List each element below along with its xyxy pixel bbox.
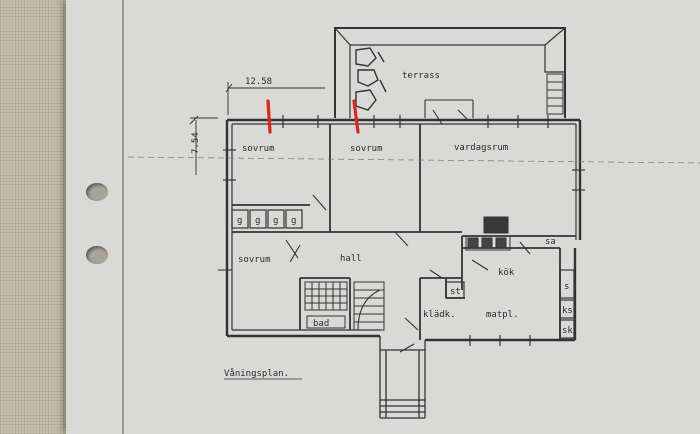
room-label-dining: matpl. <box>486 310 519 320</box>
paper-sheet <box>66 0 700 434</box>
punch-hole-top <box>86 183 108 201</box>
room-label-sk: sk <box>562 326 573 336</box>
stone-path <box>355 47 387 111</box>
dimension-lines <box>189 82 325 175</box>
room-label-living: vardagsrum <box>454 143 508 153</box>
wardrobe-label-2: g <box>255 216 260 226</box>
room-label-ks: ks <box>562 306 573 316</box>
wardrobes <box>231 209 303 229</box>
terrace-steps <box>546 73 564 115</box>
wardrobe-label-1: g <box>237 216 242 226</box>
wardrobe-label-3: g <box>273 216 278 226</box>
room-label-bedroom-mid: sovrum <box>350 144 383 154</box>
terrace-outline <box>334 27 566 118</box>
door-swings <box>218 99 531 353</box>
room-label-kitchen: kök <box>498 268 515 278</box>
center-line <box>127 156 700 164</box>
room-label-bath: bad <box>313 319 329 329</box>
kitchen-cabinets <box>445 269 575 339</box>
room-label-terrace: terrass <box>402 71 440 81</box>
room-label-storage: st <box>450 287 461 297</box>
bathroom-fixtures <box>304 281 348 329</box>
plan-caption: Våningsplan. <box>224 368 289 379</box>
room-label-bedroom-lower: sovrum <box>238 255 271 265</box>
dimension-width-label: 12.58 <box>245 77 272 87</box>
wardrobe-label-4: g <box>291 216 296 226</box>
interior-walls <box>232 124 576 340</box>
exterior-walls <box>225 118 582 342</box>
linen-background <box>0 0 72 434</box>
fireplace <box>465 216 511 251</box>
room-label-closet: klädk. <box>423 310 456 320</box>
dimension-depth-label: 7.54 <box>191 132 201 154</box>
internal-stair <box>353 281 385 331</box>
room-label-hall: hall <box>340 254 362 264</box>
punch-hole-bottom <box>86 246 108 264</box>
room-label-pantry: sa <box>545 237 556 247</box>
entrance-steps <box>379 336 426 419</box>
room-label-bedroom-left: sovrum <box>242 144 275 154</box>
paper-margin-line <box>122 0 124 434</box>
red-annotation-marks <box>266 99 360 134</box>
window-marks <box>223 115 585 346</box>
room-label-s: s <box>564 282 569 292</box>
